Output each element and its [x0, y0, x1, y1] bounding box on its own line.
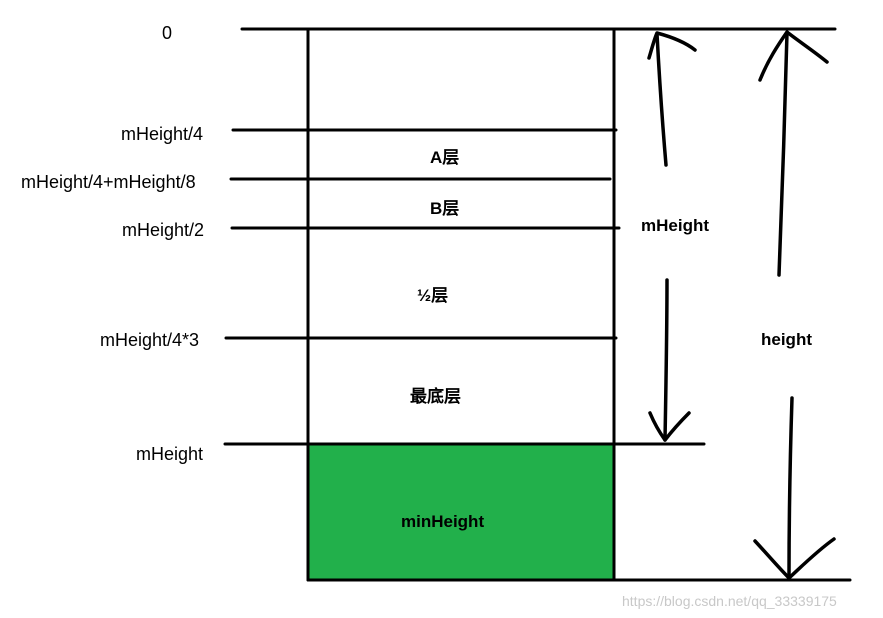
label-half: mHeight/2 [122, 220, 204, 240]
label-quarter-plus-eighth: mHeight/4+mHeight/8 [21, 172, 196, 192]
layer-a-label: A层 [430, 148, 459, 167]
height-dimension-label: height [761, 330, 812, 349]
layer-b-label: B层 [430, 199, 459, 218]
layer-bottom-label: 最底层 [410, 386, 461, 406]
watermark-text: https://blog.csdn.net/qq_33339175 [622, 593, 837, 609]
height-dimension-arrow [753, 30, 836, 580]
mheight-dimension-arrow [647, 31, 697, 442]
label-zero: 0 [162, 23, 172, 43]
layer-min-label: minHeight [401, 512, 484, 531]
label-quarter: mHeight/4 [121, 124, 203, 144]
label-three-quarter: mHeight/4*3 [100, 330, 199, 350]
mheight-dimension-label: mHeight [641, 216, 709, 235]
label-mheight: mHeight [136, 444, 203, 464]
min-height-region [308, 444, 614, 580]
layer-half-label: ½层 [417, 286, 448, 305]
